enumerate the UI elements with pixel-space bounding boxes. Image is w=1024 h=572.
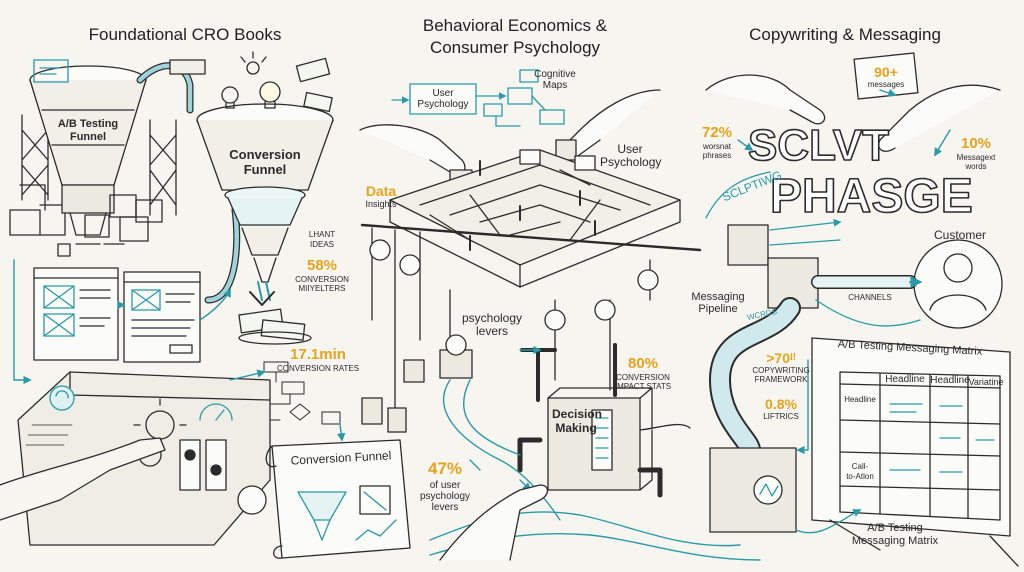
big-word-1: SCLVT	[748, 121, 889, 170]
mid-stat-47-label-2: psychology	[419, 491, 471, 502]
left-stat-58-label-2: MIIYELTERS	[298, 284, 346, 293]
matrix-col-1: Headline	[885, 374, 925, 385]
psychology-levers-2: levers	[475, 324, 508, 338]
stat-72-label-1: worsnat	[702, 142, 731, 151]
left-stat-58-label-1: CONVERSION	[295, 275, 349, 284]
big-3d-words: SCLVT PHASGE	[747, 120, 973, 224]
stat-70-label-2: FRAMEWORK	[754, 375, 808, 384]
psychology-levers-1: psychology	[461, 311, 523, 325]
scaffold-tower	[9, 114, 177, 236]
customer-label: Customer	[933, 228, 986, 242]
customer-avatar	[913, 239, 1003, 329]
stat-72-label-2: phrases	[702, 151, 732, 160]
channels-label: CHANNELS	[848, 293, 892, 302]
ideas-label-1: LHANT	[308, 230, 336, 239]
matrix-col-2: Headline	[930, 375, 970, 386]
heading-foundational-cro: Foundational CRO Books	[88, 25, 282, 44]
stat-10-value: 10%	[960, 135, 992, 152]
control-machine	[0, 371, 271, 546]
mid-stat-80-label-1: CONVERSION	[616, 373, 670, 382]
hand-bottom-left	[439, 484, 549, 561]
boxes-pile	[84, 194, 163, 242]
big-word-2: PHASGE	[770, 170, 973, 223]
left-stat-17-value: 17.1min	[290, 346, 346, 363]
conversion-funnel-label-2: Funnel	[243, 162, 287, 177]
messaging-pipeline-1: Messaging	[691, 291, 745, 303]
left-flow-arrows	[13, 259, 346, 442]
mid-stat-80-value: 80%	[627, 355, 659, 372]
mid-stat-47-label-3: levers	[431, 502, 459, 513]
ab-funnel-label-2: Funnel	[69, 131, 107, 143]
stat-10-label-1: Messagext	[956, 153, 996, 162]
heading-copywriting: Copywriting & Messaging	[749, 25, 941, 44]
connector-pipe	[136, 59, 241, 304]
cognitive-map-diagram	[391, 69, 565, 127]
left-stat-17-label: CONVERSION RATES	[276, 364, 360, 373]
user-psychology-2: Psychology	[600, 155, 662, 169]
mid-stat-47-value: 47%	[427, 459, 463, 478]
dollar-bills	[238, 57, 333, 345]
stat-08-value: 0.8%	[765, 396, 797, 412]
ab-testing-funnel	[29, 65, 147, 236]
stat-70-label-1: COPYWRITING	[752, 366, 810, 375]
heading-behavioral-economics-line1: Behavioral Economics &	[422, 16, 608, 35]
box-user-psych-1: User	[432, 88, 454, 99]
left-stat-58-value: 58%	[306, 257, 338, 274]
stat-72-value: 72%	[701, 124, 733, 141]
mid-stat-47-label-1: of user	[429, 480, 461, 491]
ideas-label-2: IDEAS	[309, 240, 334, 249]
pulley-system	[360, 223, 702, 433]
matrix-row-2: Call-	[851, 462, 869, 471]
messaging-pipeline-2: Pipeline	[698, 303, 738, 315]
bottom-matrix-label-2: Messaging Matrix	[851, 535, 939, 547]
ab-testing-matrix-board	[811, 337, 1019, 567]
messaging-pipeline	[709, 222, 923, 533]
user-psychology-1: User	[617, 142, 643, 156]
decision-making-2: Making	[555, 421, 597, 435]
stat-70-suffix: I!	[790, 352, 797, 363]
matrix-row-3: to-Atlon	[846, 472, 874, 481]
conversion-funnel-label-1: Conversion	[229, 147, 301, 162]
maze-platform	[389, 149, 681, 288]
box-user-psych-2: Psychology	[417, 99, 469, 110]
ab-funnel-label-1: A/B Testing	[57, 118, 119, 130]
stat-70-value: >70	[766, 350, 790, 366]
decision-making-1: Decision	[552, 407, 603, 421]
matrix-row-1: Headline	[844, 395, 876, 404]
decision-making-machine	[517, 343, 691, 498]
lever-valve	[439, 334, 473, 379]
data-insights-1: Data	[365, 183, 397, 199]
messages-label: messages	[867, 80, 905, 89]
lightbulb-icons	[221, 51, 281, 109]
cognitive-maps-1: Cognitive	[534, 69, 576, 80]
conversion-funnel-scroll	[265, 439, 411, 559]
right-flow-arrows	[737, 88, 951, 534]
wireframe-screens	[33, 59, 201, 363]
mid-stat-80-label-2: IMPACT STATS	[614, 382, 672, 391]
curved-word-arc	[705, 171, 771, 219]
matrix-col-3: Variatine	[968, 377, 1004, 387]
bottom-matrix-label-1: A/B Testing	[867, 522, 923, 534]
cognitive-maps-2: Maps	[542, 80, 568, 91]
conversion-funnel-graphic	[196, 103, 334, 306]
data-insights-2: Insights	[365, 199, 397, 209]
hands-top	[705, 52, 1001, 152]
messages-value: 90+	[874, 64, 898, 80]
stat-08-label: LIFTRICS	[763, 412, 799, 421]
stat-10-label-2: words	[965, 162, 987, 171]
heading-behavioral-economics-line2: Consumer Psychology	[429, 38, 601, 57]
